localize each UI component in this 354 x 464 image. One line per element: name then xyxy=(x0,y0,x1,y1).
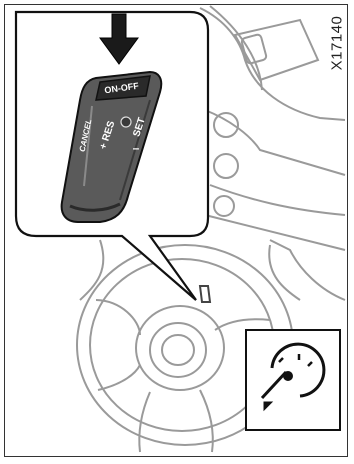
dashboard-outline xyxy=(200,6,345,300)
side-vents xyxy=(214,113,238,216)
minus-label: – xyxy=(133,141,140,155)
column-lever-small xyxy=(200,286,210,302)
figure-id-label: X17140 xyxy=(328,8,346,78)
figure-id-text: X17140 xyxy=(329,16,346,71)
